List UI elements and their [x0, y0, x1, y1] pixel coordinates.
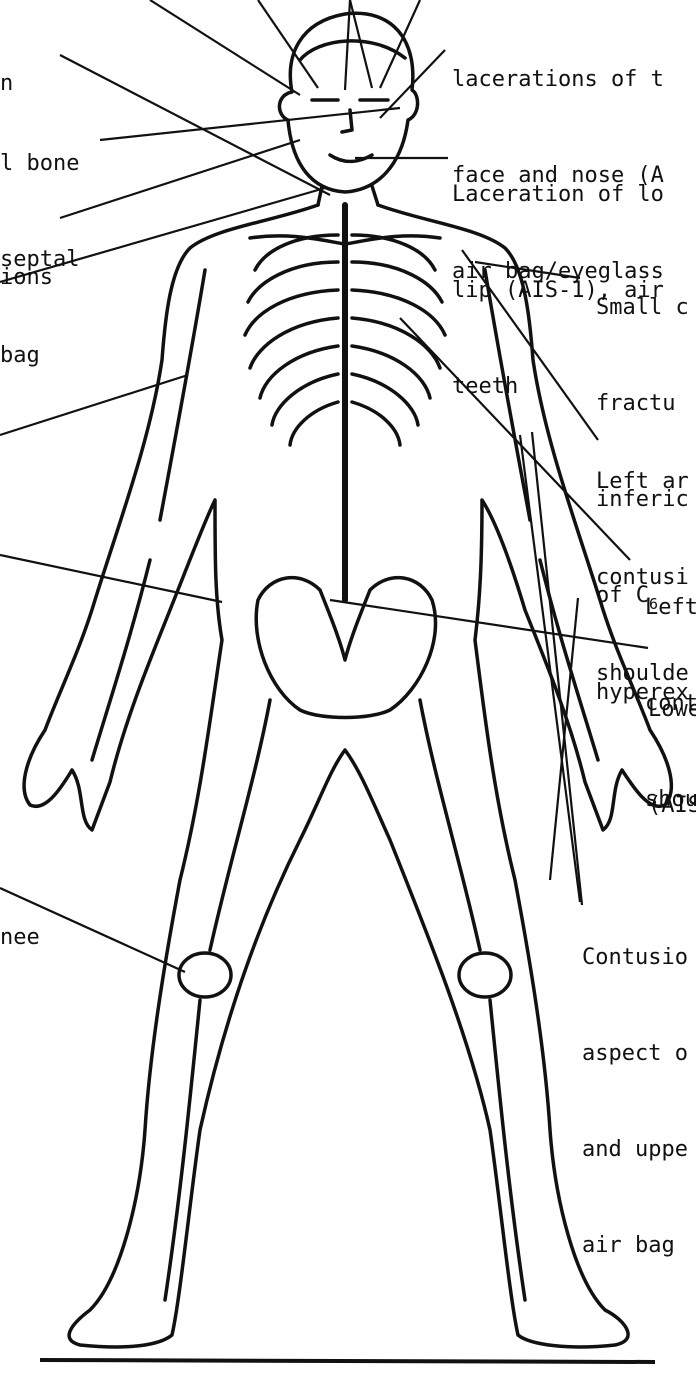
ribs-right: [352, 235, 445, 445]
right-knee: [459, 953, 511, 997]
leader-face-5: [150, 0, 300, 95]
right-femur: [420, 700, 480, 950]
label-abrasions: ions: [0, 198, 53, 358]
label-knee: nee: [0, 858, 53, 1018]
left-knee: [179, 953, 231, 997]
left-femur: [210, 700, 270, 950]
left-forearm: [92, 560, 150, 760]
hair-line: [300, 41, 405, 60]
leader-nasal: [100, 108, 400, 140]
label-lower-back: Lowe (AIS: [648, 630, 696, 886]
label-contusion-arm: Contusio aspect o and uppe air bag: [582, 878, 688, 1326]
ribs-left: [245, 235, 338, 445]
ground-line: [40, 1360, 655, 1362]
